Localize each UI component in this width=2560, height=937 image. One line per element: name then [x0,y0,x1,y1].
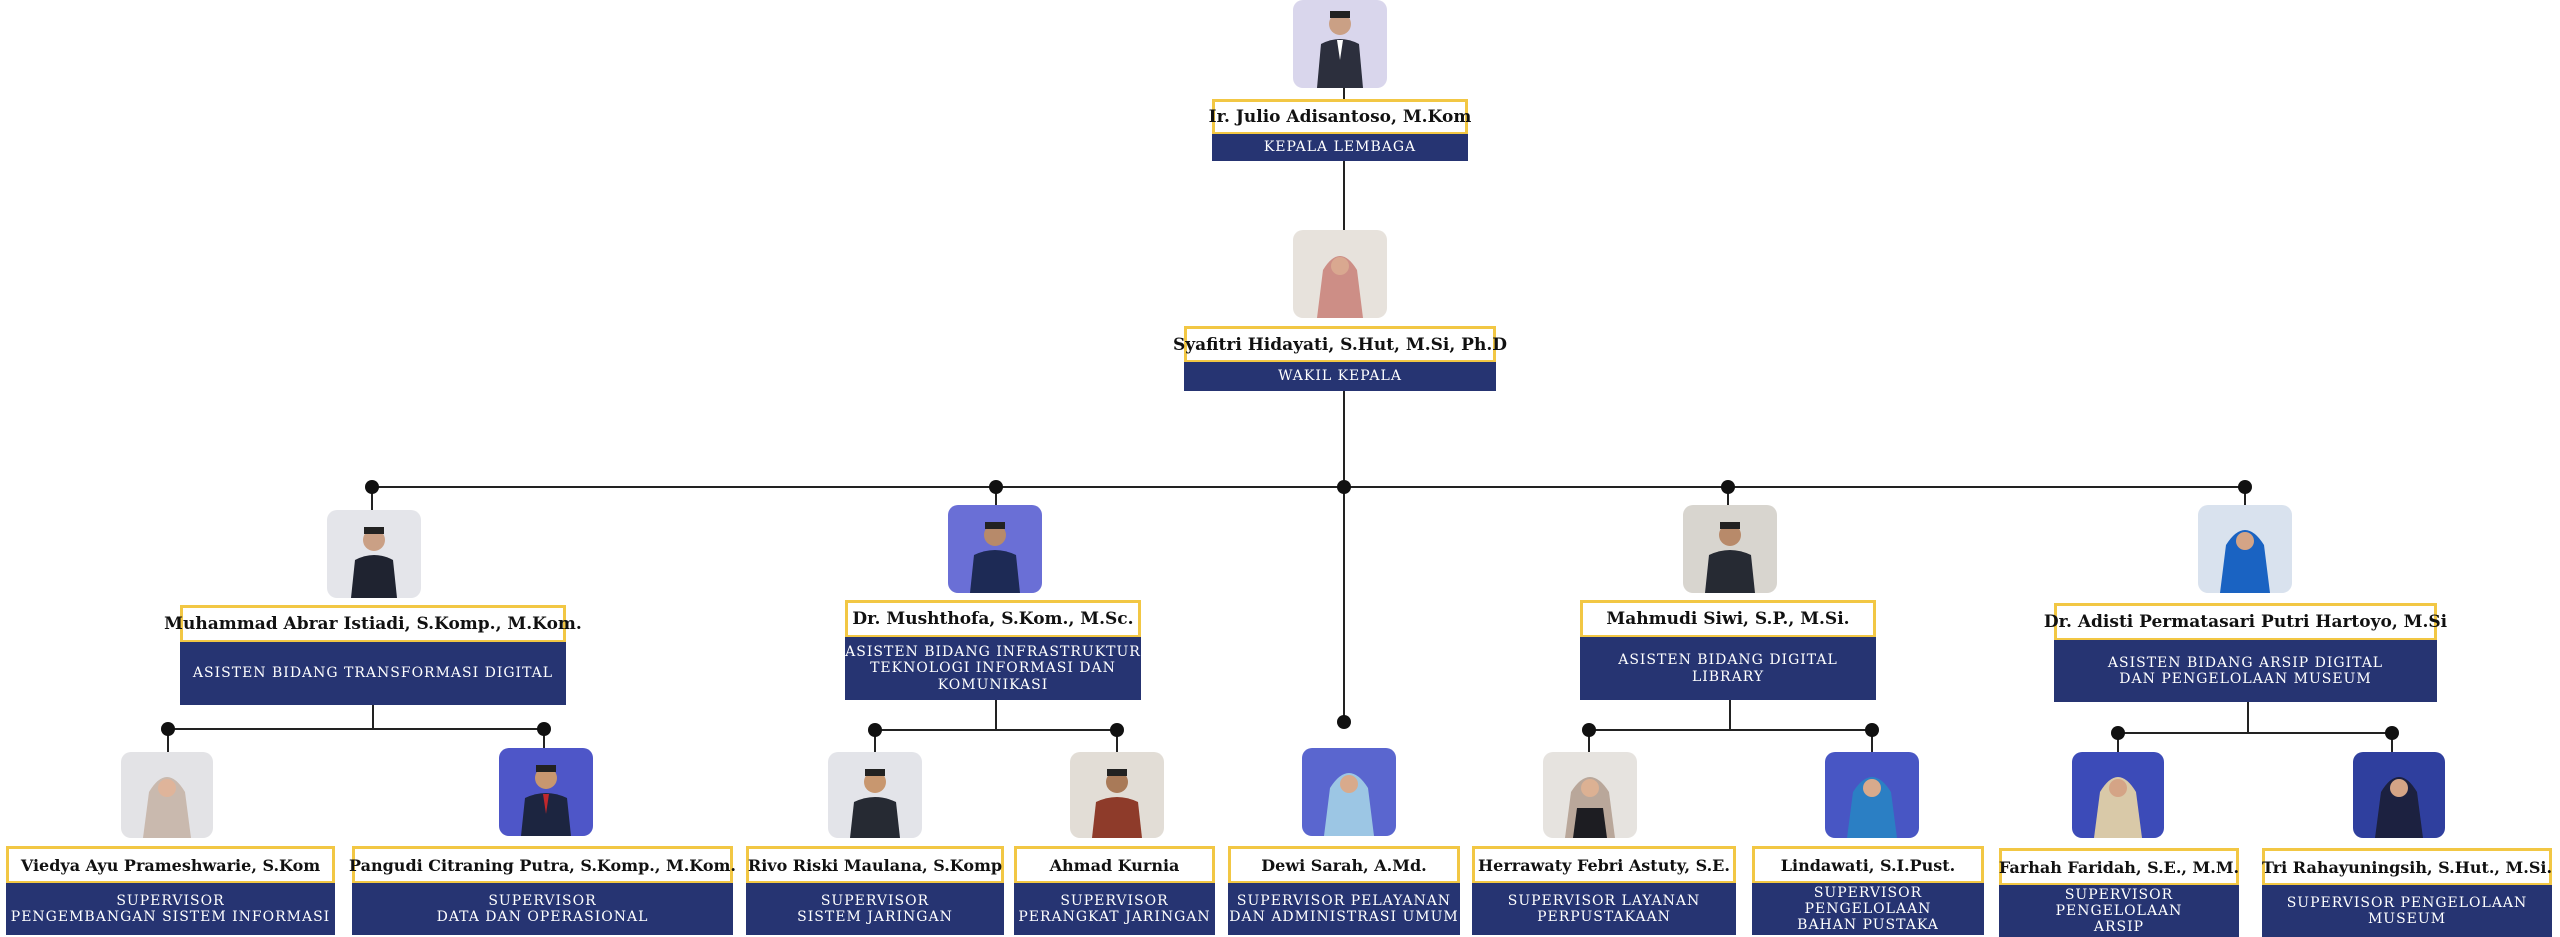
supervisor-title: SUPERVISOR LAYANAN PERPUSTAKAAN [1472,883,1736,935]
supervisor-name: Herrawaty Febri Astuty, S.E. [1472,846,1736,884]
person-photo-icon [1293,230,1387,318]
person-photo-icon [2353,752,2445,838]
supervisor-title: SUPERVISOR DATA DAN OPERASIONAL [352,883,733,935]
person-photo-icon [327,510,421,598]
assistant-name: Dr. Adisti Permatasari Putri Hartoyo, M.… [2044,603,2447,641]
assistant-name: Muhammad Abrar Istiadi, S.Komp., M.Kom. [164,605,582,643]
supervisor-title: SUPERVISOR SISTEM JARINGAN [746,883,1004,935]
supervisor-name: Pangudi Citraning Putra, S.Komp., M.Kom. [349,846,736,884]
supervisor-title: SUPERVISOR PERANGKAT JARINGAN [1014,883,1215,935]
assistant-title: ASISTEN BIDANG DIGITAL LIBRARY [1580,637,1876,700]
person-photo-icon [1825,752,1919,838]
assistant-title: ASISTEN BIDANG ARSIP DIGITAL DAN PENGELO… [2054,640,2437,702]
person-photo-icon [1543,752,1637,838]
supervisor-title: SUPERVISOR PENGEMBANGAN SISTEM INFORMASI [6,883,335,935]
supervisor-title: SUPERVISOR PENGELOLAAN MUSEUM [2262,885,2552,937]
assistant-name: Mahmudi Siwi, S.P., M.Si. [1580,600,1876,638]
supervisor-name: Farhah Faridah, S.E., M.M. [1999,848,2239,886]
supervisor-name: Lindawati, S.I.Pust. [1752,846,1984,884]
deputy-name: Syafitri Hidayati, S.Hut, M.Si, Ph.D [1173,326,1507,363]
supervisor-name: Ahmad Kurnia [1014,846,1215,884]
person-photo-icon [499,748,593,836]
person-photo-icon [2198,505,2292,593]
supervisor-name: Rivo Riski Maulana, S.Komp [746,846,1004,884]
supervisor-name: Dewi Sarah, A.Md. [1228,846,1460,884]
person-photo-icon [948,505,1042,593]
person-photo-icon [121,752,213,838]
person-photo-icon [1302,748,1396,836]
supervisor-title: SUPERVISOR PELAYANAN DAN ADMINISTRASI UM… [1228,883,1460,935]
person-photo-icon [2072,752,2164,838]
head-title: KEPALA LEMBAGA [1212,134,1468,161]
person-photo-icon [1070,752,1164,838]
assistant-name: Dr. Mushthofa, S.Kom., M.Sc. [845,600,1141,638]
supervisor-name: Tri Rahayuningsih, S.Hut., M.Si. [2262,848,2552,886]
assistant-title: ASISTEN BIDANG TRANSFORMASI DIGITAL [180,642,566,705]
supervisor-title: SUPERVISOR PENGELOLAAN ARSIP [1999,885,2239,937]
supervisor-name: Viedya Ayu Prameshwarie, S.Kom [6,846,335,884]
assistant-title: ASISTEN BIDANG INFRASTRUKTUR TEKNOLOGI I… [845,637,1141,700]
person-photo-icon [828,752,922,838]
deputy-title: WAKIL KEPALA [1184,362,1496,391]
person-photo-icon [1293,0,1387,88]
person-photo-icon [1683,505,1777,593]
head-name: Ir. Julio Adisantoso, M.Kom [1209,99,1471,135]
supervisor-title: SUPERVISOR PENGELOLAAN BAHAN PUSTAKA [1752,883,1984,935]
